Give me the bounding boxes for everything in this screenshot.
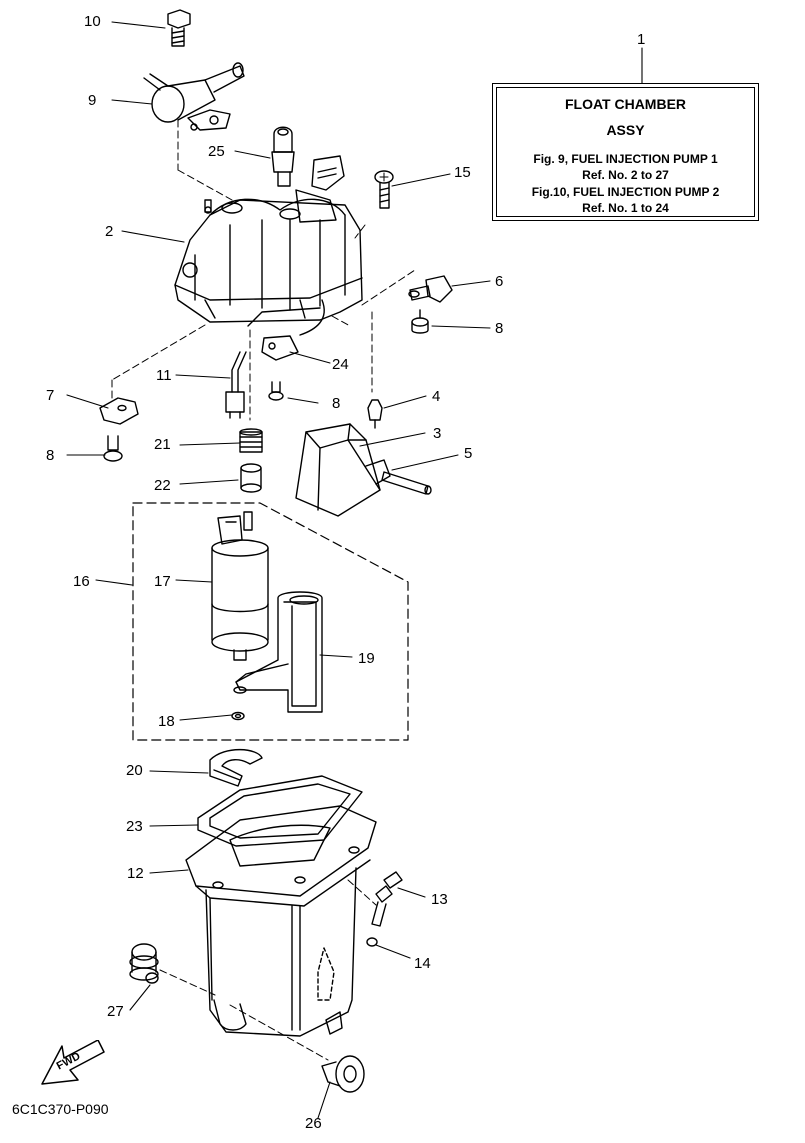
callout-4: 4: [432, 388, 441, 405]
reference-box: FLOAT CHAMBER ASSY Fig. 9, FUEL INJECTIO…: [492, 83, 759, 221]
wire-harness-11: [225, 307, 321, 419]
fuel-pump-17: [211, 511, 269, 694]
fitting-25: [271, 126, 295, 187]
reference-box-inner-frame: [496, 87, 755, 217]
assembly-lines: [111, 119, 416, 1061]
reference-range-9: Ref. No. 2 to 27: [582, 168, 669, 182]
callout-15: 15: [454, 164, 471, 181]
callout-20: 20: [126, 762, 143, 779]
float-chamber-body-12: [185, 805, 377, 1037]
callout-8-right: 8: [495, 320, 504, 337]
callout-12: 12: [127, 865, 144, 882]
float-3: [295, 423, 391, 517]
callout-1: 1: [637, 31, 646, 48]
callout-18: 18: [158, 713, 175, 730]
clamp-24: [261, 335, 299, 361]
callout-13: 13: [431, 891, 448, 908]
retainer-20: [209, 749, 263, 787]
drawing-code: 6C1C370-P090: [12, 1101, 109, 1117]
callout-26: 26: [305, 1115, 322, 1132]
callout-22: 22: [154, 477, 171, 494]
needle-valve-4: [367, 399, 383, 429]
callout-6: 6: [495, 273, 504, 290]
o-ring-14: [366, 937, 378, 947]
chamber-cover-2: [174, 155, 363, 336]
bolt-10: [167, 9, 191, 47]
drain-bolt-26: [321, 1055, 365, 1093]
callout-27: 27: [107, 1003, 124, 1020]
callout-2: 2: [105, 223, 114, 240]
grommet-27: [129, 943, 159, 984]
reference-range-10: Ref. No. 1 to 24: [582, 201, 669, 215]
callout-24: 24: [332, 356, 349, 373]
callout-10: 10: [84, 13, 101, 30]
callout-7: 7: [46, 387, 55, 404]
pin-5: [381, 471, 432, 495]
callout-11: 11: [156, 367, 172, 384]
screw-8-right: [411, 309, 429, 334]
leader-lines: [66, 21, 643, 1119]
screw-8-left: [103, 435, 123, 462]
damper-21: [239, 428, 263, 453]
pressure-regulator-9: [143, 62, 245, 131]
clamp-6: [408, 275, 453, 303]
gasket-23: [197, 775, 363, 847]
callout-17: 17: [154, 573, 171, 590]
reference-subtitle: ASSY: [606, 122, 645, 138]
reference-figure-9: Fig. 9, FUEL INJECTION PUMP 1: [533, 152, 718, 166]
callout-19: 19: [358, 650, 375, 667]
callout-3: 3: [433, 425, 442, 442]
collar-22: [240, 463, 262, 493]
callout-21: 21: [154, 436, 171, 453]
callout-23: 23: [126, 818, 143, 835]
callout-16: 16: [73, 573, 90, 590]
reference-title: FLOAT CHAMBER: [564, 96, 687, 112]
reference-figure-10: Fig.10, FUEL INJECTION PUMP 2: [531, 185, 720, 199]
screw-15: [374, 170, 394, 209]
bracket-7: [99, 397, 139, 425]
sub-assembly-boundary: [132, 502, 409, 741]
plug-13: [371, 871, 403, 927]
callout-8-center: 8: [332, 395, 341, 412]
callout-8-left: 8: [46, 447, 55, 464]
callout-5: 5: [464, 445, 473, 462]
filter-19: [235, 591, 323, 713]
fwd-arrow-icon: FWD: [41, 1040, 105, 1085]
callout-14: 14: [414, 955, 431, 972]
callout-25: 25: [208, 143, 225, 160]
callout-9: 9: [88, 92, 97, 109]
clip-18: [231, 711, 245, 721]
screw-8-center: [268, 381, 284, 401]
